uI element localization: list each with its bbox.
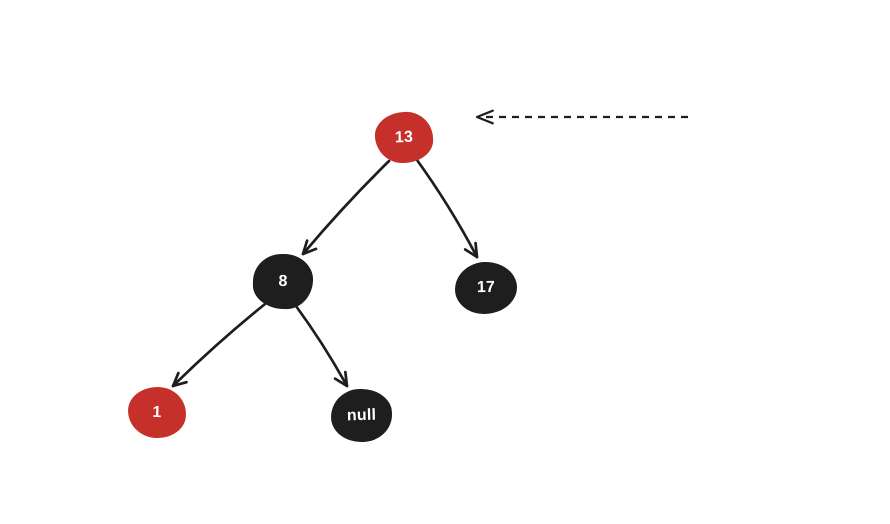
- tree-edge-13-8[interactable]: [301, 159, 391, 256]
- tree-edge-13-17[interactable]: [415, 158, 479, 259]
- chevron-arrowhead-icon: [475, 109, 494, 125]
- tree-node-null[interactable]: null: [329, 387, 393, 443]
- tree-edge-8-null[interactable]: [294, 304, 349, 388]
- tree-node-8[interactable]: 8: [252, 252, 314, 310]
- tree-node-label: 13: [394, 127, 414, 146]
- arrowhead-icon: [333, 370, 349, 388]
- tree-edge-8-1[interactable]: [171, 302, 267, 388]
- tree-node-label: null: [346, 405, 376, 424]
- tree-node-label: 17: [476, 278, 496, 297]
- arrowhead-icon: [301, 239, 318, 256]
- arrowhead-icon: [171, 371, 188, 388]
- root-pointer-arrow[interactable]: [475, 109, 688, 125]
- tree-node-label: 1: [152, 402, 162, 421]
- tree-node-label: 8: [278, 271, 288, 290]
- arrowhead-icon: [463, 241, 479, 259]
